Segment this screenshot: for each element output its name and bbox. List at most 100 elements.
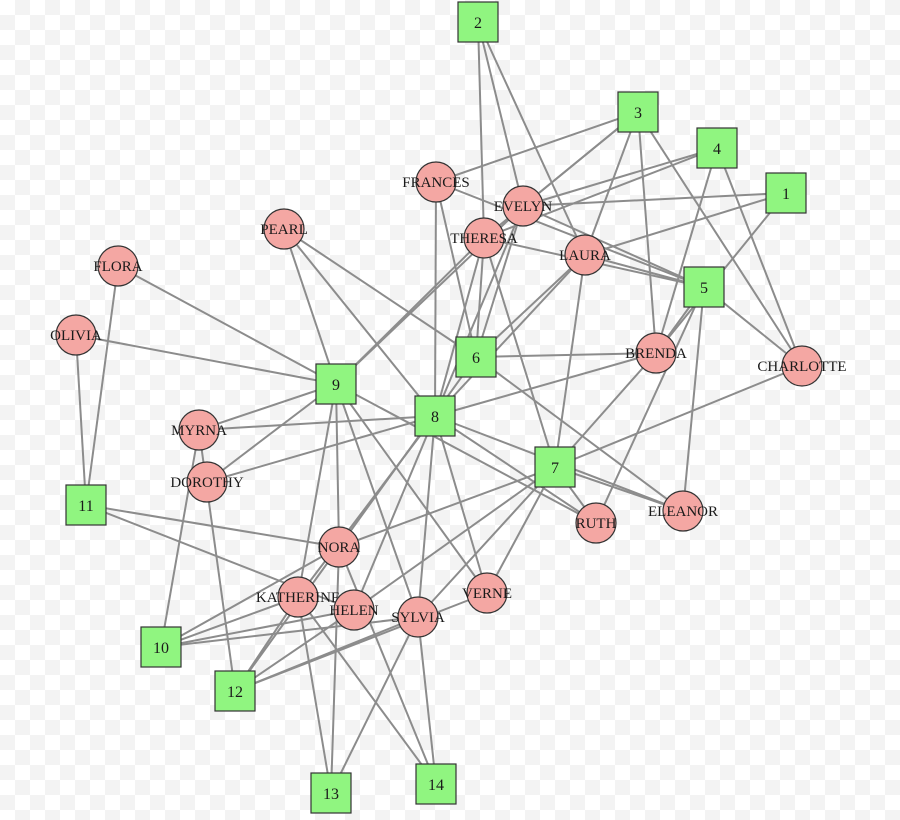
edge-ruth-e9 [335, 383, 597, 524]
edge-nora-e14 [338, 546, 437, 785]
edge-olivia-e11 [75, 334, 87, 506]
person-node-eleanor: ELEANOR [648, 490, 718, 532]
edge-brenda-e3 [637, 111, 657, 354]
event-label: 6 [472, 350, 480, 367]
person-node-frances: FRANCES [402, 161, 470, 203]
person-label: BRENDA [625, 346, 687, 362]
person-node-olivia: OLIVIA [50, 314, 102, 356]
person-label: SYLVIA [391, 610, 445, 626]
event-square [683, 266, 725, 308]
event-label: 12 [227, 684, 243, 701]
edge-verne-e8 [434, 415, 488, 594]
person-label: CHARLOTTE [757, 359, 846, 375]
event-label: 3 [634, 105, 642, 122]
person-circle [263, 208, 305, 250]
edge-ruth-e5 [595, 286, 705, 524]
person-node-dorothy: DOROTHY [170, 461, 244, 503]
edge-nora-e10 [160, 546, 340, 648]
event-square [534, 446, 576, 488]
edge-helen-e10 [160, 609, 355, 648]
edge-pearl-e6 [283, 228, 477, 358]
event-square [414, 395, 456, 437]
edge-brenda-e6 [475, 352, 657, 358]
person-label: PEARL [260, 222, 308, 238]
edge-laura-e7 [554, 254, 586, 468]
edge-evelyn-e1 [522, 192, 787, 207]
event-node-14: 14 [415, 763, 457, 805]
edge-frances-e6 [435, 181, 477, 358]
edge-charlotte-e4 [716, 147, 803, 367]
person-node-helen: HELEN [329, 589, 379, 631]
event-label: 9 [332, 377, 340, 394]
edge-eleanor-e5 [682, 286, 705, 512]
person-label: KATHERINE [256, 590, 340, 606]
event-label: 8 [431, 409, 439, 426]
event-node-11: 11 [65, 484, 107, 526]
edge-dorothy-e8 [206, 415, 436, 483]
person-circle [55, 314, 97, 356]
person-node-sylvia: SYLVIA [391, 596, 445, 638]
person-label: NORA [318, 540, 361, 556]
person-node-nora: NORA [318, 526, 361, 568]
event-square [310, 772, 352, 814]
edge-katherine-e10 [160, 596, 299, 648]
person-node-charlotte: CHARLOTTE [757, 345, 847, 387]
edge-brenda-e4 [655, 147, 718, 354]
edge-laura-e8 [434, 254, 586, 417]
person-node-theresa: THERESA [450, 217, 518, 259]
edge-laura-e3 [584, 111, 639, 256]
person-label: RUTH [576, 516, 617, 532]
edge-sylvia-e7 [417, 466, 556, 618]
event-node-5: 5 [683, 266, 725, 308]
person-circle [575, 502, 617, 544]
person-label: FLORA [93, 259, 142, 275]
person-circle [662, 490, 704, 532]
edge-evelyn-e2 [477, 21, 524, 207]
event-label: 11 [78, 498, 93, 515]
edge-laura-e1 [584, 192, 787, 256]
person-label: LAURA [559, 248, 611, 264]
person-node-myrna: MYRNA [171, 409, 227, 451]
event-node-9: 9 [315, 363, 357, 405]
edge-dorothy-e9 [206, 383, 337, 483]
edge-pearl-e8 [283, 228, 436, 417]
person-label: OLIVIA [50, 328, 102, 344]
person-circle [502, 185, 544, 227]
event-label: 13 [323, 786, 339, 803]
edge-nora-e6 [338, 356, 477, 548]
person-node-ruth: RUTH [575, 502, 617, 544]
event-node-7: 7 [534, 446, 576, 488]
person-circle [415, 161, 457, 203]
event-square [457, 1, 499, 43]
person-label: ELEANOR [648, 504, 718, 520]
edge-sylvia-e10 [160, 616, 419, 648]
edge-sylvia-e12 [234, 616, 419, 692]
person-node-brenda: BRENDA [625, 332, 687, 374]
edge-evelyn-e6 [475, 205, 524, 358]
edge-sylvia-e9 [335, 383, 419, 618]
event-square [140, 626, 182, 668]
event-node-13: 13 [310, 772, 352, 814]
event-label: 5 [700, 280, 708, 297]
edge-flora-e11 [85, 265, 119, 506]
event-square [765, 172, 807, 214]
edge-charlotte-e7 [554, 365, 803, 468]
edge-nora-e11 [85, 504, 340, 548]
person-circle [178, 409, 220, 451]
edge-nora-e13 [330, 546, 340, 794]
person-circle [97, 245, 139, 287]
edge-frances-e8 [434, 181, 437, 417]
edge-verne-e9 [335, 383, 488, 594]
person-circle [781, 345, 823, 387]
edge-charlotte-e3 [637, 111, 803, 367]
event-node-12: 12 [214, 670, 256, 712]
edge-sylvia-e13 [330, 616, 419, 794]
edge-frances-e5 [435, 181, 705, 288]
person-node-evelyn: EVELYN [494, 185, 552, 227]
edge-frances-e3 [435, 111, 639, 183]
edge-theresa-e8 [434, 237, 485, 417]
person-circle [564, 234, 606, 276]
event-square [617, 91, 659, 133]
edge-theresa-e9 [335, 237, 485, 385]
